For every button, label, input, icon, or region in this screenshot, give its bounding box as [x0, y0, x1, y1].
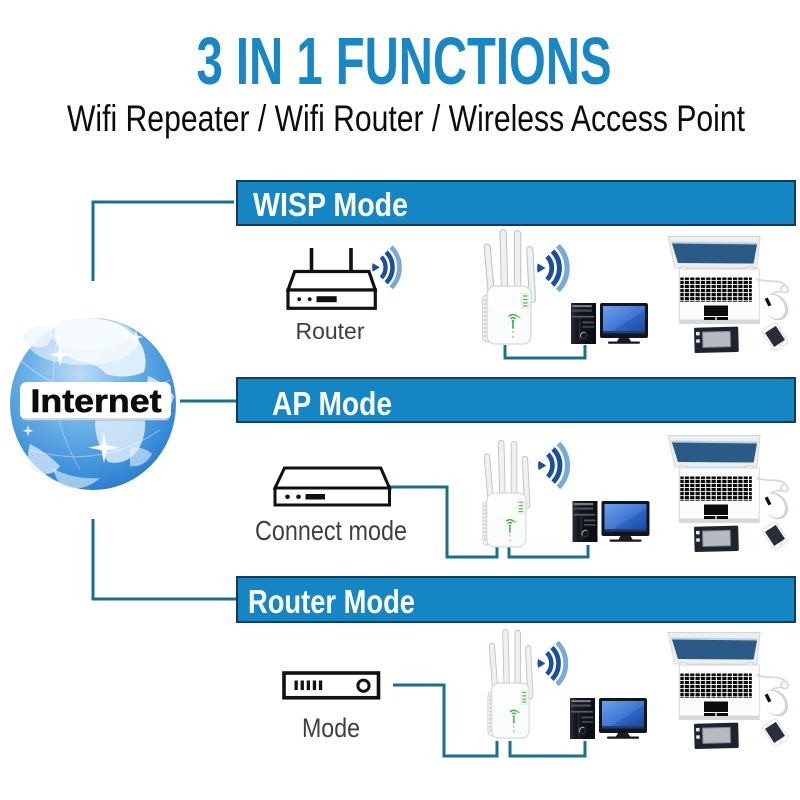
svg-text:AP Mode: AP Mode: [272, 385, 392, 422]
svg-text:3 IN 1 FUNCTIONS: 3 IN 1 FUNCTIONS: [197, 24, 612, 99]
svg-text:Mode: Mode: [302, 713, 360, 743]
svg-text:Wifi Repeater / Wifi Router /: Wifi Repeater / Wifi Router / Wireless A…: [67, 98, 746, 139]
svg-text:Router Mode: Router Mode: [248, 583, 415, 620]
svg-text:Internet: Internet: [31, 383, 162, 419]
svg-text:WISP Mode: WISP Mode: [253, 186, 408, 223]
svg-text:Router: Router: [296, 318, 365, 344]
svg-text:Connect mode: Connect mode: [255, 515, 407, 546]
